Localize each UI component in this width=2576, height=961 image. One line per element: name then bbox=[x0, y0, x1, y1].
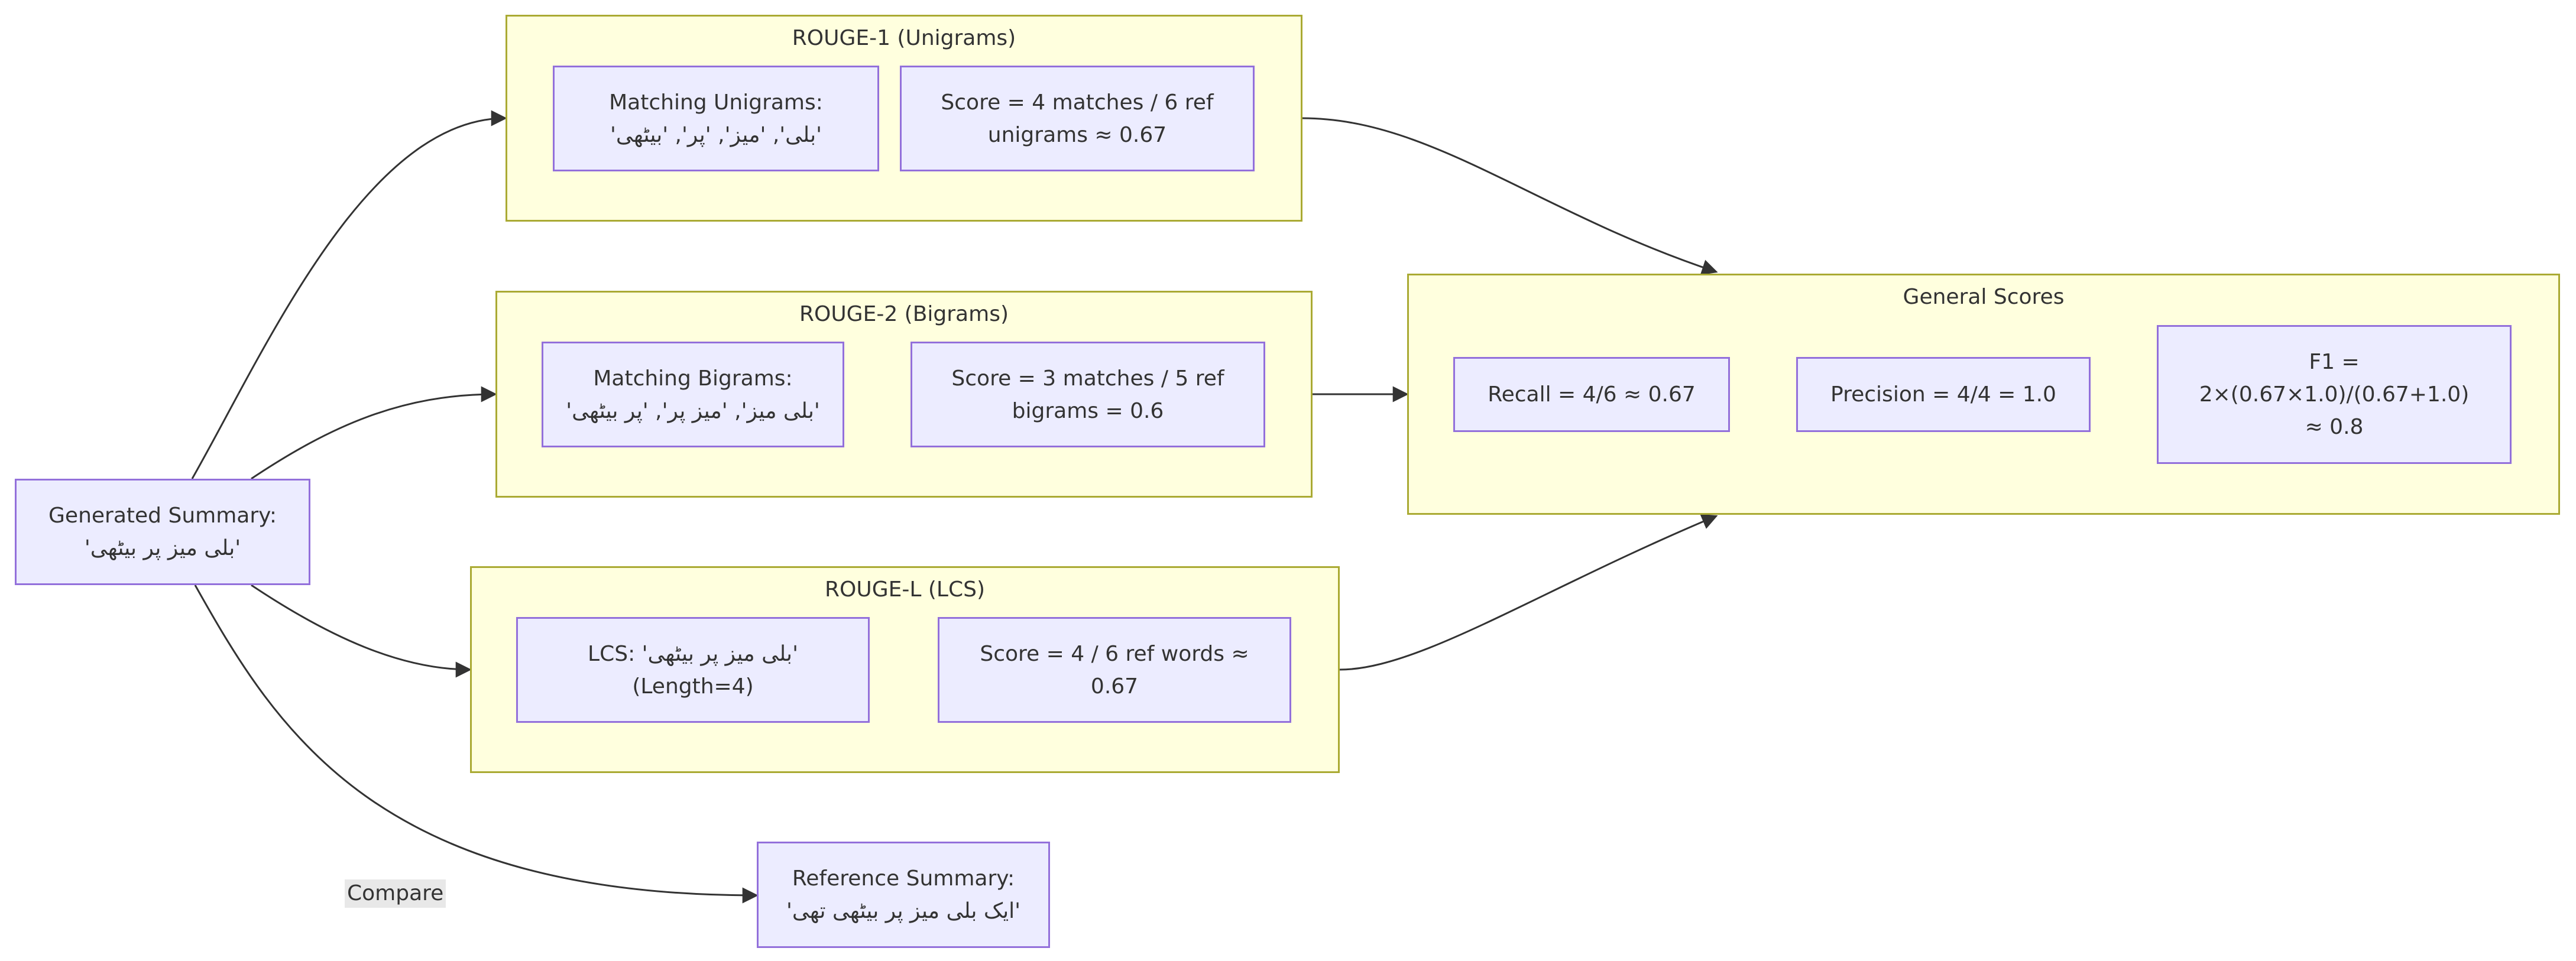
f1-line2: 2×(0.67×1.0)/(0.67+1.0) bbox=[2199, 382, 2470, 407]
rouge2-score-line1: Score = 3 matches / 5 ref bbox=[951, 366, 1224, 391]
precision-node[interactable]: Precision = 4/4 = 1.0 bbox=[1796, 357, 2091, 432]
lcs-value: LCS: 'بلی میز پر بیٹھی' bbox=[588, 641, 798, 666]
rougel-score-line1: Score = 4 / 6 ref words ≈ bbox=[980, 641, 1249, 666]
matching-bigrams-label: Matching Bigrams: bbox=[593, 366, 793, 391]
reference-summary-text: 'ایک بلی میز پر بیٹھی تھی' bbox=[786, 899, 1021, 923]
rouge1-score-node[interactable]: Score = 4 matches / 6 ref unigrams ≈ 0.6… bbox=[900, 66, 1255, 171]
general-scores-cluster-title: General Scores bbox=[1903, 285, 2065, 309]
lcs-node[interactable]: LCS: 'بلی میز پر بیٹھی' (Length=4) bbox=[516, 617, 870, 723]
edge-rougel-to-general bbox=[1339, 514, 1718, 671]
precision-value: Precision = 4/4 = 1.0 bbox=[1830, 382, 2056, 407]
reference-summary-label: Reference Summary: bbox=[792, 866, 1015, 891]
rouge2-score-node[interactable]: Score = 3 matches / 5 ref bigrams = 0.6 bbox=[910, 342, 1265, 447]
compare-edge-label: Compare bbox=[345, 879, 446, 908]
lcs-length: (Length=4) bbox=[632, 674, 754, 699]
generated-summary-text: 'بلی میز پر بیٹھی' bbox=[84, 536, 241, 560]
generated-summary-label: Generated Summary: bbox=[48, 504, 277, 528]
edge-generated-to-reference bbox=[194, 585, 759, 904]
matching-bigrams-node[interactable]: Matching Bigrams: 'بلی میز', 'میز پر', '… bbox=[542, 342, 844, 447]
matching-unigrams-value: 'بلی', 'میز', 'پر', 'بیٹھی' bbox=[610, 122, 822, 147]
edge-generated-to-rouge1 bbox=[191, 110, 507, 479]
edge-generated-to-rouge2 bbox=[251, 386, 497, 480]
matching-unigrams-label: Matching Unigrams: bbox=[609, 90, 823, 115]
recall-node[interactable]: Recall = 4/6 ≈ 0.67 bbox=[1453, 357, 1730, 432]
f1-line3: ≈ 0.8 bbox=[2305, 415, 2364, 439]
rouge2-cluster-title: ROUGE-2 (Bigrams) bbox=[799, 302, 1009, 326]
rouge1-score-line1: Score = 4 matches / 6 ref bbox=[941, 90, 1214, 115]
rouge1-cluster-title: ROUGE-1 (Unigrams) bbox=[792, 26, 1016, 50]
generated-summary-node[interactable]: Generated Summary: 'بلی میز پر بیٹھی' bbox=[15, 479, 310, 585]
f1-line1: F1 = bbox=[2309, 350, 2360, 374]
rouge1-score-line2: unigrams ≈ 0.67 bbox=[987, 122, 1167, 147]
f1-node[interactable]: F1 = 2×(0.67×1.0)/(0.67+1.0) ≈ 0.8 bbox=[2157, 325, 2512, 464]
rougel-score-node[interactable]: Score = 4 / 6 ref words ≈ 0.67 bbox=[938, 617, 1291, 723]
rougel-score-line2: 0.67 bbox=[1090, 674, 1139, 699]
reference-summary-node[interactable]: Reference Summary: 'ایک بلی میز پر بیٹھی… bbox=[757, 842, 1050, 948]
matching-bigrams-value: 'بلی میز', 'میز پر', 'پر بیٹھی' bbox=[566, 398, 820, 423]
edge-rouge1-to-general bbox=[1302, 117, 1718, 275]
edge-generated-to-rougel bbox=[251, 584, 472, 678]
rouge2-score-line2: bigrams = 0.6 bbox=[1012, 398, 1164, 423]
rougel-cluster-title: ROUGE-L (LCS) bbox=[825, 577, 985, 602]
matching-unigrams-node[interactable]: Matching Unigrams: 'بلی', 'میز', 'پر', '… bbox=[553, 66, 879, 171]
recall-value: Recall = 4/6 ≈ 0.67 bbox=[1488, 382, 1696, 407]
